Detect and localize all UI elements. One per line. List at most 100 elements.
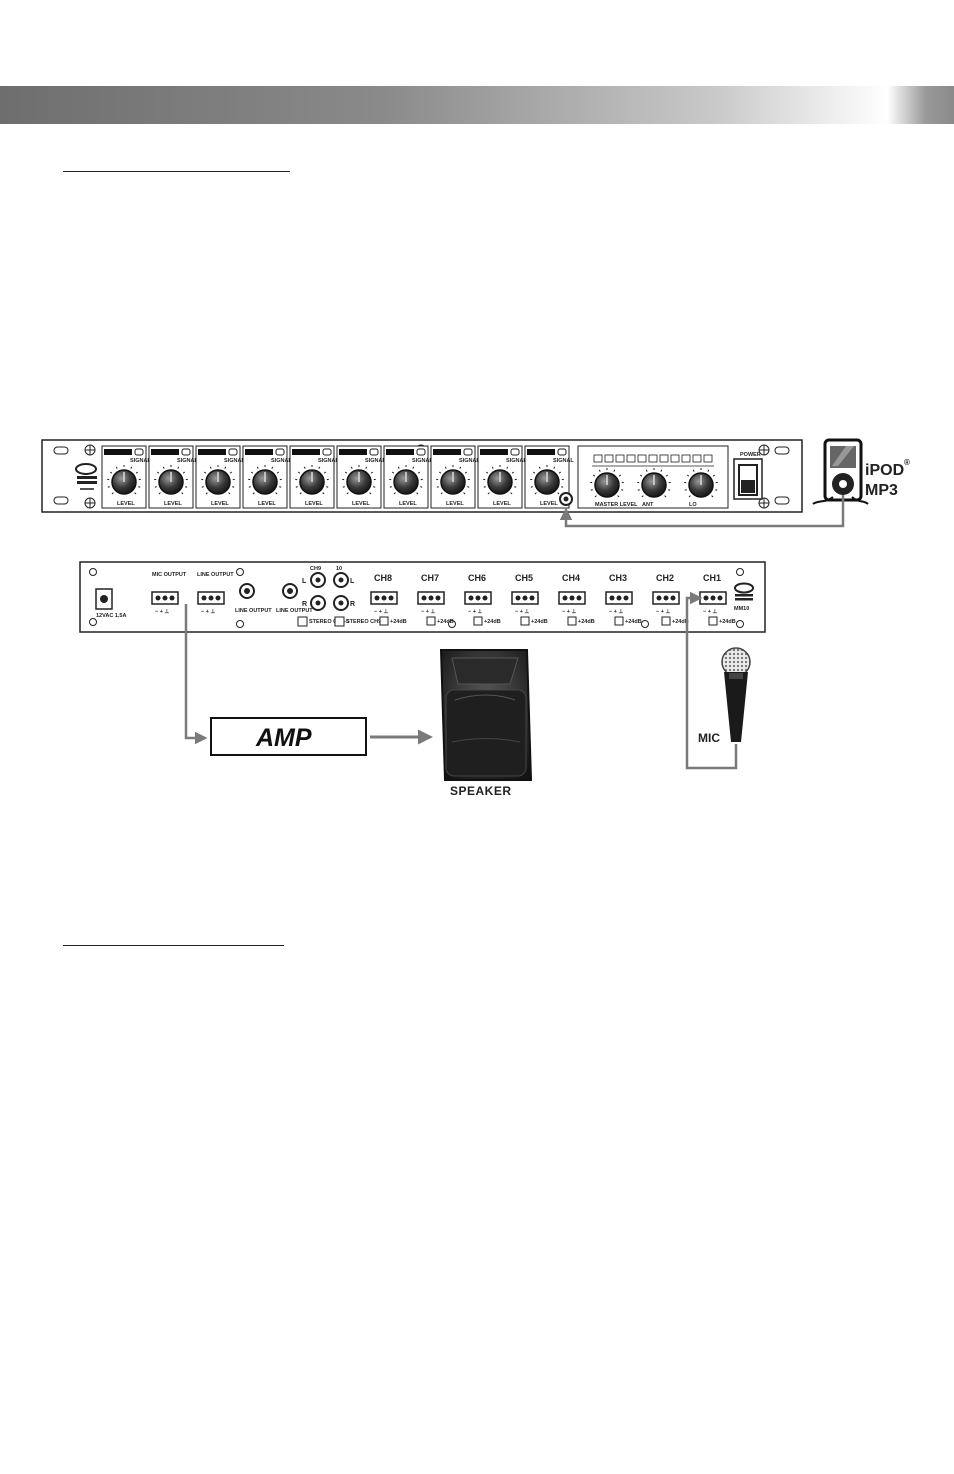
terminal-screw [374, 595, 380, 601]
ipod-icon [812, 438, 869, 505]
knob-tick [665, 474, 669, 477]
terminal-screw [717, 595, 723, 601]
knob-tick [511, 471, 515, 474]
phantom-label: +24dB [719, 619, 736, 625]
phantom-switch[interactable] [520, 616, 530, 626]
stereo-switch-2[interactable] [334, 616, 345, 627]
knob-tick [303, 466, 306, 469]
signal-led [416, 448, 426, 456]
eq-switch[interactable] [659, 454, 669, 463]
eq-switch[interactable] [681, 454, 691, 463]
phantom-switch[interactable] [661, 616, 671, 626]
signal-led [134, 448, 144, 456]
channel-label-strip [480, 449, 508, 455]
rca-jack-icon[interactable] [333, 595, 349, 611]
phantom-switch[interactable] [473, 616, 483, 626]
knob-tick [228, 492, 231, 495]
knob-tick [530, 486, 533, 488]
eq-switch[interactable] [670, 454, 680, 463]
signal-led [557, 448, 567, 456]
eq-switch[interactable] [615, 454, 625, 463]
phantom-switch[interactable] [708, 616, 718, 626]
phantom-label: +24dB [484, 619, 501, 625]
brand-logo [75, 463, 97, 490]
mp3-label: MP3 [865, 482, 898, 499]
level-label: LEVEL [446, 501, 464, 507]
line-output-terminal[interactable] [197, 591, 225, 605]
knob-tick [491, 466, 494, 469]
knob-tick [373, 486, 376, 488]
line-output-jack-2[interactable] [282, 583, 298, 599]
knob-tick [201, 486, 204, 488]
eq-switch[interactable] [593, 454, 603, 463]
power-input-jack[interactable] [95, 588, 113, 610]
knob-tick [514, 486, 517, 488]
knob-tick [130, 466, 133, 469]
knob-tick [553, 466, 556, 469]
mixer-front-panel: SIGNALLEVELSIGNALLEVELSIGNALLEVELSIGNALL… [41, 439, 803, 513]
brand-logo [734, 582, 754, 601]
phantom-switch[interactable] [567, 616, 577, 626]
master-knob-label: LO [689, 502, 697, 508]
knob-tick [279, 486, 282, 488]
terminal-screw [576, 595, 582, 601]
screw-icon [758, 444, 770, 456]
knob-tick [156, 471, 160, 474]
terminal-signs: − + ⊥ [656, 608, 670, 615]
eq-switch[interactable] [604, 454, 614, 463]
power-switch[interactable] [733, 458, 763, 500]
phantom-switch[interactable] [614, 616, 624, 626]
aux-input-jack[interactable] [559, 492, 573, 506]
eq-switch[interactable] [626, 454, 636, 463]
phantom-switch[interactable] [379, 616, 389, 626]
knob-tick [318, 466, 321, 469]
knob-tick [711, 495, 714, 498]
knob-tick [182, 471, 186, 474]
eq-switch[interactable] [648, 454, 658, 463]
knob-tick [510, 492, 513, 495]
rca-jack-icon[interactable] [310, 572, 326, 588]
knob-tick [271, 466, 274, 469]
knob-tick [181, 492, 184, 495]
knob-tick [594, 495, 597, 498]
knob-tick [613, 469, 616, 472]
mic-output-terminal[interactable] [151, 591, 179, 605]
terminal-screw [468, 595, 474, 601]
phantom-label: +24dB [578, 619, 595, 625]
power-input-label: 12VAC 1.5A [96, 613, 126, 619]
signal-led [228, 448, 238, 456]
knob-tick [538, 466, 541, 469]
knob-tick [297, 471, 301, 474]
stereo-switch-1[interactable] [297, 616, 308, 627]
eq-switch[interactable] [637, 454, 647, 463]
channel-label-strip [151, 449, 179, 455]
terminal-screw [428, 595, 434, 601]
channel-label-strip [104, 449, 132, 455]
rca-jack-icon[interactable] [310, 595, 326, 611]
knob-tick [506, 466, 509, 469]
knob-tick [252, 492, 255, 495]
terminal-screw [529, 595, 535, 601]
channel-label-strip [433, 449, 461, 455]
signal-led [369, 448, 379, 456]
knob-tick [162, 466, 165, 469]
knob-tick [229, 471, 233, 474]
channel-label: CH7 [421, 573, 439, 583]
terminal-screw [435, 595, 441, 601]
signal-label: SIGNAL [412, 458, 433, 464]
line-output-jack-1[interactable] [239, 583, 255, 599]
phantom-switch[interactable] [426, 616, 436, 626]
channel-label-strip [339, 449, 367, 455]
eq-switch[interactable] [692, 454, 702, 463]
line-output-jack-label-2: LINE OUTPUT [276, 608, 313, 614]
knob-tick [109, 471, 113, 474]
right-label-2: R [350, 601, 355, 608]
knob-tick [637, 489, 640, 491]
rca-jack-icon[interactable] [333, 572, 349, 588]
eq-switch[interactable] [703, 454, 713, 463]
knob-tick [592, 474, 596, 477]
amp-label: AMP [255, 724, 312, 752]
terminal-signs: − + ⊥ [515, 608, 529, 615]
